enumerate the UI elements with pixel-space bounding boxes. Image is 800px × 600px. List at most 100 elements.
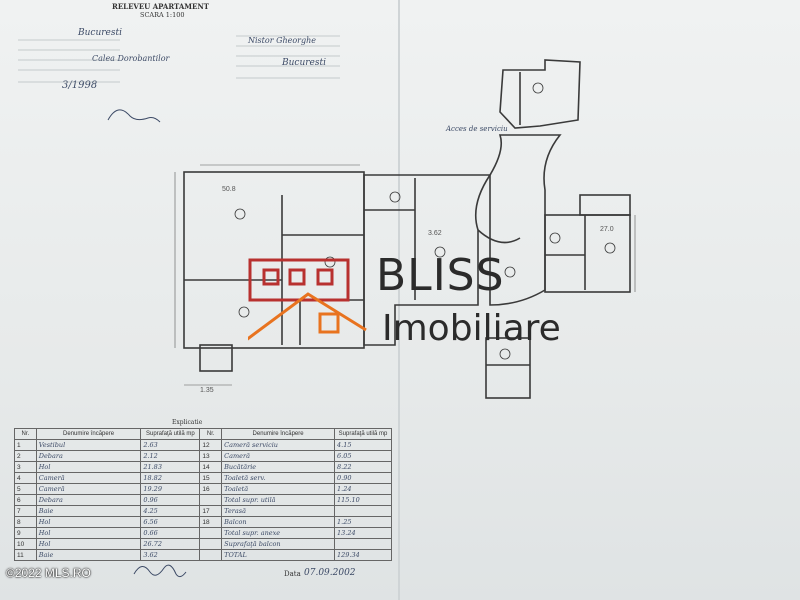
handwritten-locality-right: Bucuresti xyxy=(282,58,326,68)
cell-name: Cameră xyxy=(221,450,336,462)
cell-name: Bucătărie xyxy=(221,461,336,473)
cell-nr: 9 xyxy=(14,527,37,539)
cell-name: Suprafaţă balcon xyxy=(221,538,336,550)
page-fold xyxy=(398,0,400,600)
cell-name: Vestibul xyxy=(35,439,142,451)
footer-date-value: 07.09.2002 xyxy=(304,568,356,578)
watermark-bliss: BLISS xyxy=(376,250,505,301)
cell-area: 3.62 xyxy=(140,549,201,561)
cell-nr: 17 xyxy=(199,505,223,517)
col-nr: Nr. xyxy=(14,428,37,440)
cell-area: 4.25 xyxy=(140,505,201,517)
cell-area: 6.56 xyxy=(140,516,201,528)
handwritten-owner: Nistor Gheorghe xyxy=(248,36,316,45)
cell-nr: 18 xyxy=(199,516,223,528)
cell-nr: 7 xyxy=(14,505,37,517)
cell-area: 0.66 xyxy=(140,527,201,539)
bliss-logo-icon xyxy=(248,258,367,341)
cell-nr: 14 xyxy=(199,461,223,473)
cell-name: Hol xyxy=(35,516,142,528)
cell-name: Cameră xyxy=(35,483,142,495)
cell-nr: 5 xyxy=(14,483,37,495)
watermark-imobiliare: Imobiliare xyxy=(382,308,561,349)
cell-area: 2.63 xyxy=(140,439,201,451)
cell-nr: 2 xyxy=(14,450,37,462)
cell-area: 0.96 xyxy=(140,494,201,506)
cell-nr: 15 xyxy=(199,472,223,484)
col-area: Suprafaţă utilă mp xyxy=(140,428,201,440)
document-title: RELEVEU APARTAMENT xyxy=(112,2,209,11)
cell-nr: 6 xyxy=(14,494,37,506)
cell-name: Total supr. anexe xyxy=(221,527,336,539)
cell-nr: 10 xyxy=(14,538,37,550)
col-nr-2: Nr. xyxy=(199,428,223,440)
handwritten-street: Calea Dorobantilor xyxy=(92,54,170,63)
cell-nr: 4 xyxy=(14,472,37,484)
cell-nr xyxy=(199,527,223,539)
cell-name: Hol xyxy=(35,527,142,539)
cell-nr: 1 xyxy=(14,439,37,451)
cell-name: Hol xyxy=(35,461,142,473)
plan-service-access: Acces de serviciu xyxy=(446,125,508,133)
cell-name: Debara xyxy=(35,450,142,462)
cell-nr: 16 xyxy=(199,483,223,495)
cell-name: Baie xyxy=(35,505,142,517)
cell-name: Baie xyxy=(35,549,142,561)
cell-name: Debara xyxy=(35,494,142,506)
col-name-2: Denumire încăpere xyxy=(221,428,336,440)
cell-nr: 11 xyxy=(14,549,37,561)
cell-area: 0.90 xyxy=(334,472,392,484)
cell-name: Toaletă serv. xyxy=(221,472,336,484)
cell-nr: 12 xyxy=(199,439,223,451)
cell-nr xyxy=(199,538,223,550)
cell-area: 6.05 xyxy=(334,450,392,462)
col-area-2: Suprafaţă utilă mp xyxy=(334,428,392,440)
cell-area: 26.72 xyxy=(140,538,201,550)
cell-area: 18.82 xyxy=(140,472,201,484)
col-name: Denumire încăpere xyxy=(35,428,142,440)
cell-name: Toaletă xyxy=(221,483,336,495)
cell-nr: 8 xyxy=(14,516,37,528)
plan-dim-top: 50.8 xyxy=(222,186,236,193)
footer-date-label: Data xyxy=(284,570,301,578)
cell-nr xyxy=(199,494,223,506)
cell-nr: 13 xyxy=(199,450,223,462)
cell-area: 2.12 xyxy=(140,450,201,462)
plan-dim-mid: 3.62 xyxy=(428,230,442,237)
cell-area: 1.24 xyxy=(334,483,392,495)
cell-name: TOTAL xyxy=(221,549,336,561)
cell-name: Terasă xyxy=(221,505,336,517)
signature-icon xyxy=(133,564,187,578)
document-scale: SCARA 1:100 xyxy=(140,11,185,19)
plan-dim-bottom: 1.35 xyxy=(200,387,214,394)
cell-area: 129.34 xyxy=(334,549,392,561)
plan-dim-right: 27.0 xyxy=(600,226,614,233)
cell-area: 19.29 xyxy=(140,483,201,495)
cell-name: Total supr. utilă xyxy=(221,494,336,506)
cell-area xyxy=(334,538,392,550)
rooms-table: Nr. Denumire încăpere Suprafaţă utilă mp… xyxy=(14,428,392,561)
cell-name: Balcon xyxy=(221,516,336,528)
cell-nr xyxy=(199,549,223,561)
handwritten-locality: Bucuresti xyxy=(78,28,122,38)
cell-name: Cameră serviciu xyxy=(221,439,336,451)
cell-area: 8.22 xyxy=(334,461,392,473)
cell-area: 13.24 xyxy=(334,527,392,539)
cell-area: 1.25 xyxy=(334,516,392,528)
handwritten-date-code: 3/1998 xyxy=(62,80,98,91)
cell-nr: 3 xyxy=(14,461,37,473)
